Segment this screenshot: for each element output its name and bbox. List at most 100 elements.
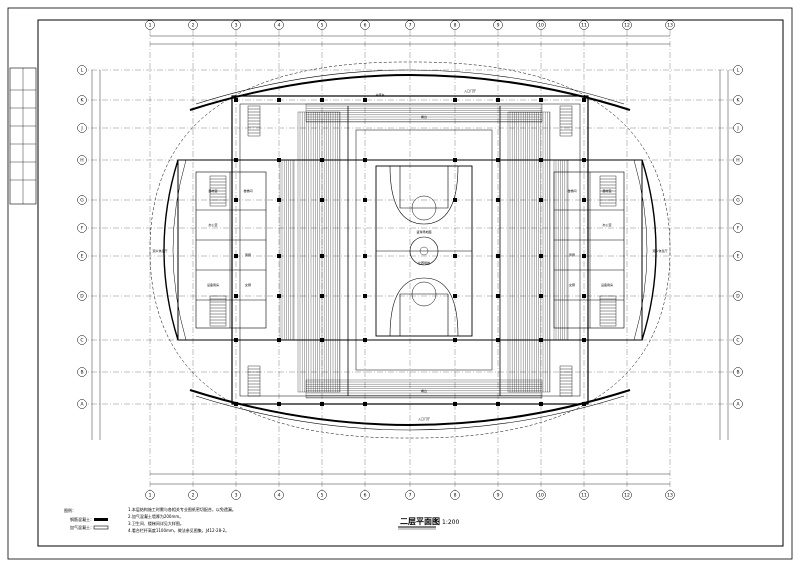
row-axis-bubble — [733, 251, 743, 261]
room-label-left: 观众休息厅 — [152, 248, 167, 253]
column-marker — [363, 402, 367, 406]
column-axis-bubble — [493, 20, 503, 30]
row-axis-bubble — [77, 291, 87, 301]
row-axis-label: A — [80, 402, 84, 408]
column-axis-label: 3 — [235, 493, 238, 499]
column-axis-bubble — [665, 490, 675, 500]
column-marker — [277, 338, 281, 342]
note-1: 1.本层结构施工时需与各相关专业图纸密切配合，以免遗漏。 — [128, 506, 236, 512]
note-2: 2.加气混凝土墙厚为200mm。 — [128, 513, 183, 519]
row-axis-bubble — [77, 155, 87, 165]
seating-banks — [279, 103, 569, 399]
column-axis-bubble — [405, 490, 415, 500]
row-axis-bubble — [77, 65, 87, 75]
column-marker — [320, 158, 324, 162]
column-axis-bubble — [450, 20, 460, 30]
column-axis-bubble — [317, 20, 327, 30]
note-4: 4.看台栏杆高度1100mm，做法参见图集，J412-28-2。 — [128, 527, 229, 533]
legend-label-aerated: 加气混凝土： — [70, 524, 94, 530]
row-axis-bubble — [77, 223, 87, 233]
column-marker — [320, 402, 324, 406]
column-marker — [453, 158, 457, 162]
drawing-title-group: 二层平面图 1:200 — [398, 517, 459, 530]
column-marker — [539, 294, 543, 298]
row-axis-label: K — [737, 98, 741, 104]
row-axis-bubble — [733, 223, 743, 233]
room-label-right: 器材室 — [602, 188, 611, 193]
column-marker — [234, 98, 238, 102]
column-axis-label: 8 — [454, 493, 457, 499]
room-label-left: 男厕 — [245, 252, 251, 257]
column-marker — [539, 254, 543, 258]
column-axis-label: 1 — [149, 23, 152, 29]
column-marker — [363, 198, 367, 202]
column-axis-label: 9 — [497, 493, 500, 499]
row-axis-bubble — [77, 399, 87, 409]
row-axis-bubble — [733, 123, 743, 133]
court-side-label: 比赛场地 — [418, 260, 430, 265]
column-axis-bubble — [665, 20, 675, 30]
column-marker — [496, 338, 500, 342]
column-axis-label: 6 — [364, 493, 367, 499]
row-axis-bubble — [733, 195, 743, 205]
row-axis-label: F — [81, 226, 84, 232]
room-label-left: 设备用房 — [207, 282, 219, 287]
column-marker — [582, 98, 586, 102]
column-marker — [582, 402, 586, 406]
column-marker — [453, 254, 457, 258]
row-axis-label: A — [736, 402, 740, 408]
column-marker — [277, 254, 281, 258]
court-center-label: 篮球场地面 — [416, 229, 431, 234]
row-axis-bubble — [77, 367, 87, 377]
seating-bank — [305, 103, 543, 123]
legend-swatch-aerated — [93, 525, 109, 530]
column-axis-bubble — [231, 20, 241, 30]
row-axis-label: H — [736, 158, 739, 164]
row-axis-label: D — [80, 294, 84, 300]
column-marker — [234, 294, 238, 298]
room-label-right: 楼梯间 — [567, 188, 576, 193]
column-marker — [363, 338, 367, 342]
sheet-border — [7, 7, 793, 560]
column-axis-bubble — [579, 490, 589, 500]
drawing-scale: 1:200 — [442, 519, 459, 526]
column-axis-bubble — [493, 490, 503, 500]
row-axis-label: E — [81, 254, 84, 260]
column-marker — [539, 198, 543, 202]
room-label-right: 设备用房 — [601, 282, 613, 287]
column-marker — [453, 198, 457, 202]
title-block-strip — [9, 67, 37, 205]
column-marker — [320, 98, 324, 102]
column-axis-label: 3 — [235, 23, 238, 29]
column-marker — [277, 198, 281, 202]
structural-columns — [234, 98, 586, 406]
drawing-title: 二层平面图 — [400, 517, 440, 526]
column-marker — [363, 254, 367, 258]
room-label-left: 器材室 — [208, 188, 217, 193]
room-label-top: 看台 — [421, 114, 427, 119]
row-axis-label: F — [737, 226, 740, 232]
column-axis-label: 4 — [278, 493, 281, 499]
column-marker — [363, 98, 367, 102]
column-axis-bubble — [536, 490, 546, 500]
column-axis-label: 13 — [667, 23, 673, 29]
column-marker — [234, 158, 238, 162]
column-axis-label: 1 — [149, 493, 152, 499]
column-axis-label: 7 — [409, 493, 412, 499]
column-axis-bubble — [317, 490, 327, 500]
row-axis-label: D — [736, 294, 740, 300]
column-marker — [539, 402, 543, 406]
row-axis-label: E — [737, 254, 740, 260]
column-axis-label: 4 — [278, 23, 281, 29]
row-axis-bubble — [733, 65, 743, 75]
row-axis-label: G — [736, 198, 740, 204]
room-label-top: 主席台 — [375, 92, 384, 97]
column-marker — [496, 198, 500, 202]
row-axis-bubble — [733, 367, 743, 377]
column-axis-label: 8 — [454, 23, 457, 29]
legend-heading: 图例： — [64, 507, 76, 513]
seating-bank — [279, 159, 295, 341]
column-axis-bubble — [188, 490, 198, 500]
